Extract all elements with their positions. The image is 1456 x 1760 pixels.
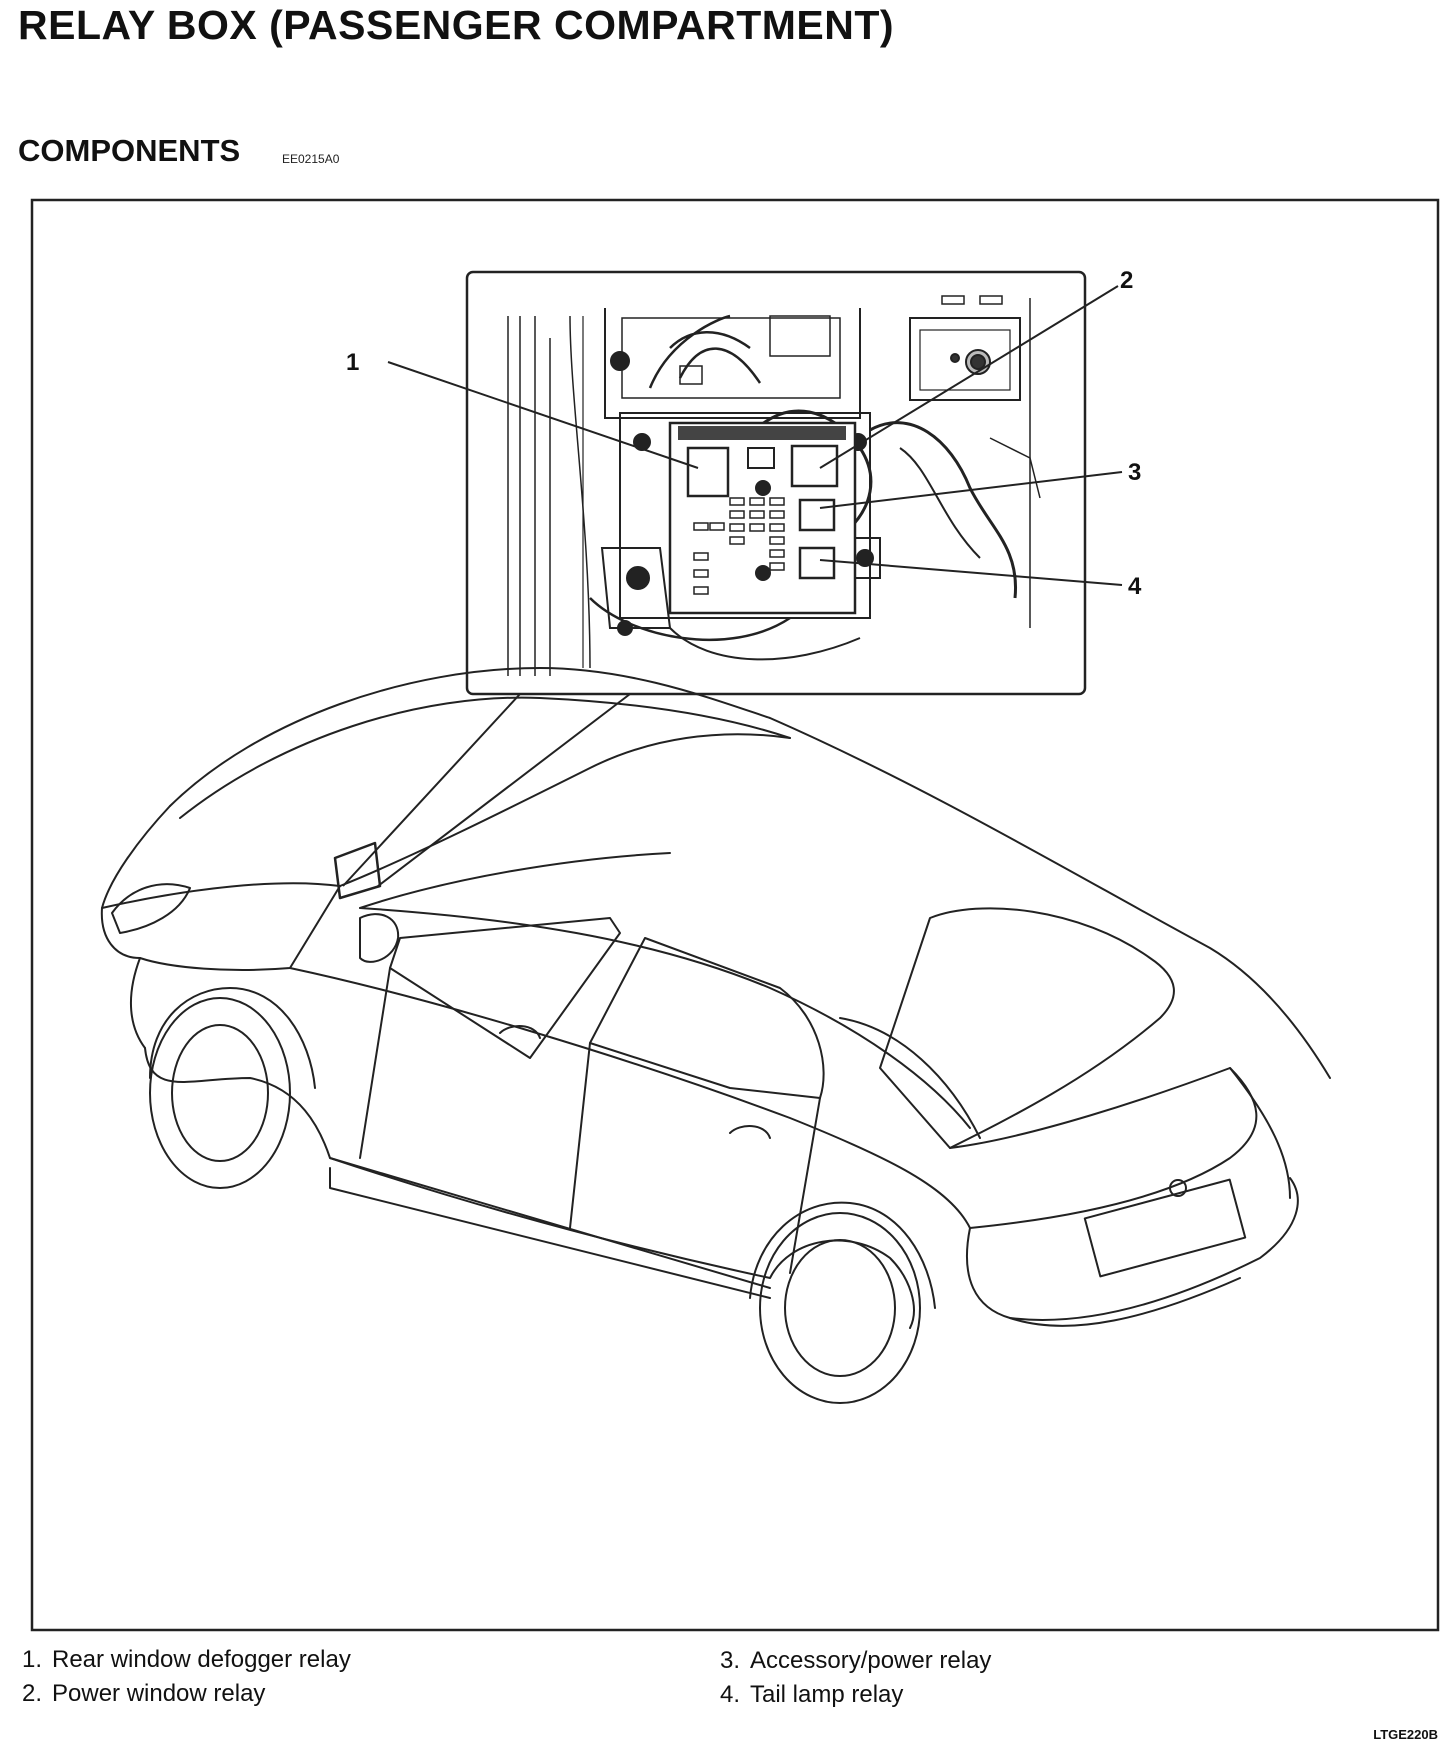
callout-2: 2 (1120, 267, 1133, 294)
legend-item-1: 1. Rear window defogger relay (0, 1646, 351, 1674)
section-title: COMPONENTS (18, 133, 241, 168)
legend-label: Tail lamp relay (750, 1681, 904, 1708)
legend-item-3: 3. Accessory/power relay (698, 1647, 991, 1675)
page-title: RELAY BOX (PASSENGER COMPARTMENT) (18, 2, 895, 48)
section-code: EE0215A0 (282, 152, 340, 166)
legend-item-2: 2. Power window relay (0, 1680, 265, 1708)
callout-leaders (387, 285, 1123, 586)
relay-1 (686, 446, 730, 498)
callout-1: 1 (346, 349, 359, 376)
legend-number: 2. (21, 1680, 42, 1707)
relay-4 (798, 546, 836, 580)
relay-3 (798, 498, 836, 532)
car-outline (100, 667, 1331, 1404)
legend-number: 4. (719, 1681, 740, 1708)
legend-label: Power window relay (52, 1680, 266, 1707)
figure-frame (30, 198, 1440, 1632)
relay-location-marker (333, 841, 382, 900)
zoom-pointer (342, 693, 631, 887)
callout-4: 4 (1128, 573, 1142, 600)
legend-number: 3. (719, 1647, 740, 1674)
callout-3: 3 (1128, 459, 1141, 486)
inset-frame (465, 270, 1087, 696)
figure-code: LTGE220B (1373, 1727, 1438, 1742)
legend-label: Rear window defogger relay (52, 1646, 351, 1673)
legend-label: Accessory/power relay (750, 1647, 992, 1674)
relay-2 (790, 444, 839, 488)
legend-item-4: 4. Tail lamp relay (698, 1681, 903, 1709)
relay-box-illustration: 1 2 3 4 (30, 198, 1442, 1634)
legend-number: 1. (21, 1646, 42, 1673)
inset-detail (465, 270, 1087, 696)
